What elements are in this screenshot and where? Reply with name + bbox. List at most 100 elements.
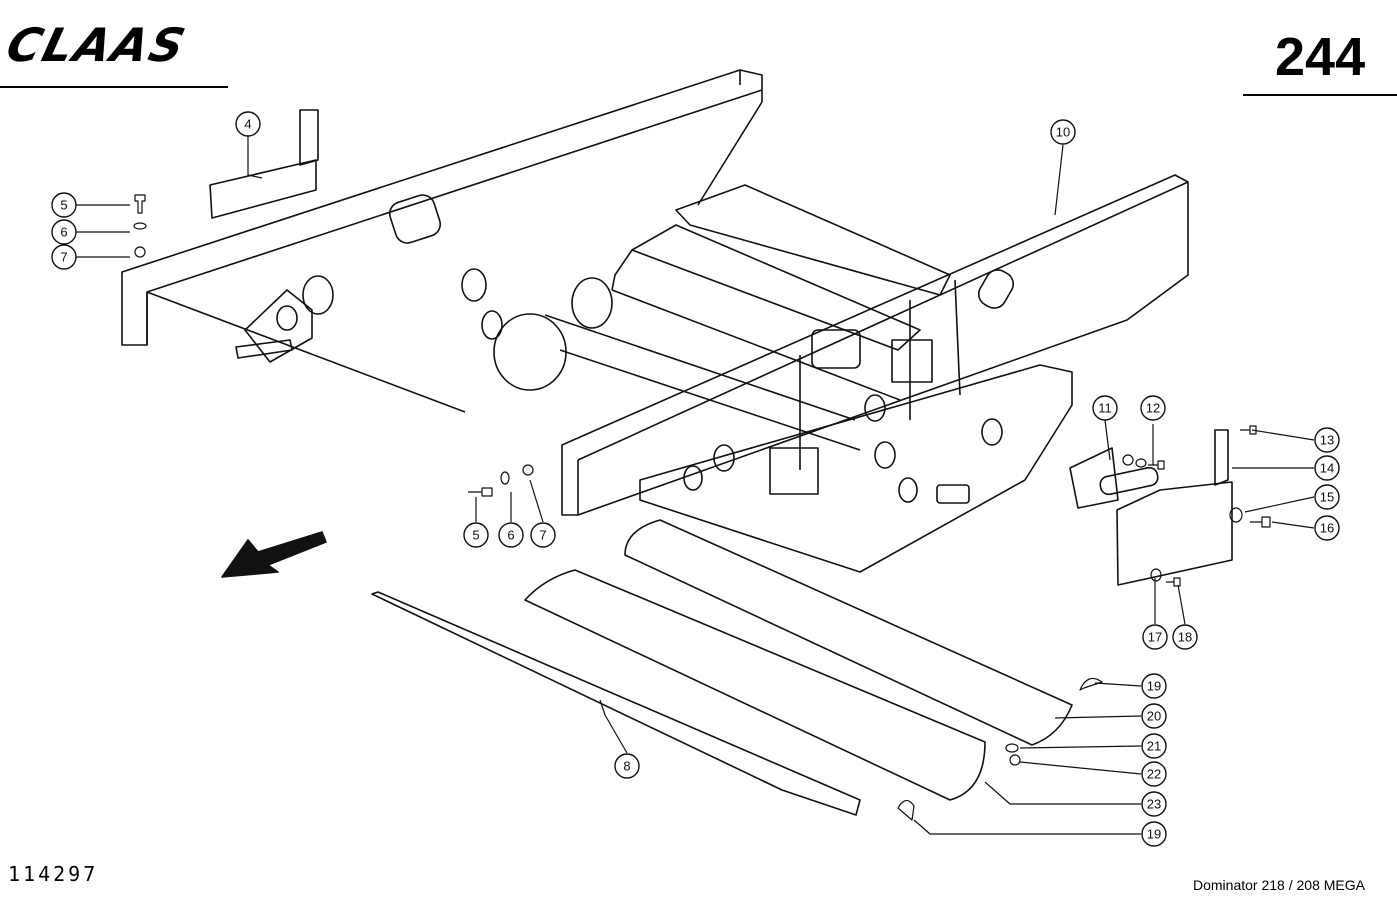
callout-number: 11 [1098,401,1112,416]
callout-11: 11 [1092,395,1118,421]
callout-21: 21 [1141,733,1167,759]
callout-number: 17 [1148,630,1162,645]
callout-circle [1172,624,1198,650]
fasteners [133,194,1271,821]
trough-23 [524,569,986,801]
callout-6: 6 [51,219,77,245]
callout-14: 14 [1314,455,1340,481]
callout-circle [1141,733,1167,759]
bearing-bracket-assembly [1069,429,1233,586]
callout-10: 10 [1050,119,1076,145]
direction-arrow [221,531,327,578]
logo-underline [0,86,228,88]
drawing-number: 114297 [8,862,99,886]
callout-15: 15 [1314,484,1340,510]
bolt-18 [1166,577,1181,587]
callout-number: 21 [1147,739,1161,754]
callout-number: 7 [60,250,67,265]
bolt-13 [1240,425,1257,435]
callout-circle [1050,119,1076,145]
cover-strip-8 [371,591,861,816]
callout-22: 22 [1141,761,1167,787]
callout-circle [1314,484,1340,510]
callout-circle [1142,624,1168,650]
callout-circle [530,522,556,548]
callout-7: 7 [51,244,77,270]
callout-number: 6 [507,528,514,543]
callout-labels: 4 5 6 7 10 5 6 7 11 12 13 14 15 16 17 18 19 20 21 22 23 8 19 [51,111,1340,847]
right-side-frame-10 [561,174,1189,516]
callout-6: 6 [498,522,524,548]
callout-8: 8 [614,753,640,779]
callout-circle [1141,761,1167,787]
page-number: 244 [1275,27,1366,87]
nut-7 [134,246,146,258]
callout-circle [498,522,524,548]
callout-number: 4 [244,117,251,132]
washer-17 [1150,568,1162,582]
callout-number: 8 [623,759,630,774]
callout-number: 14 [1320,461,1334,476]
bolt-12 [1148,460,1165,470]
callout-circle [1314,427,1340,453]
washer-15 [1229,507,1243,523]
callout-circle [1141,791,1167,817]
callout-number: 7 [539,528,546,543]
nut-7b [522,464,534,476]
trough-20 [624,519,1073,746]
callout-20: 20 [1141,703,1167,729]
callout-circle [1141,703,1167,729]
callout-23: 23 [1141,791,1167,817]
callout-circle [1092,395,1118,421]
nut-22 [1009,754,1021,766]
washer-11 [1135,458,1147,468]
callout-number: 19 [1147,679,1161,694]
washer-21 [1005,743,1019,753]
callout-number: 10 [1056,125,1070,140]
bottom-pan [639,364,1073,573]
bracket-plate-4 [209,109,319,219]
left-side-panel [121,69,763,413]
callout-number: 16 [1320,521,1334,536]
callout-number: 18 [1178,630,1192,645]
callout-number: 6 [60,225,67,240]
callout-number: 23 [1147,797,1161,812]
callout-leader-lines [64,136,1315,835]
callout-circle [51,244,77,270]
page-number-underline [1243,94,1397,96]
callout-5: 5 [51,192,77,218]
callout-13: 13 [1314,427,1340,453]
callout-19: 19 [1141,673,1167,699]
callout-number: 13 [1320,433,1334,448]
callout-17: 17 [1142,624,1168,650]
callout-number: 5 [60,198,67,213]
bolt-5 [134,194,146,214]
nut-11 [1122,454,1134,466]
callout-circle [463,522,489,548]
callout-circle [614,753,640,779]
callout-circle [1141,821,1167,847]
bolt-5b [468,487,493,497]
model-designation: Dominator 218 / 208 MEGA [1193,877,1365,893]
clip-19-upper [1079,677,1103,691]
clip-19-lower [897,799,915,821]
callout-number: 15 [1320,490,1334,505]
callout-18: 18 [1172,624,1198,650]
callout-16: 16 [1314,515,1340,541]
callout-circle [235,111,261,137]
callout-number: 12 [1146,401,1160,416]
callout-circle [1314,515,1340,541]
callout-number: 19 [1147,827,1161,842]
callout-number: 5 [472,528,479,543]
callout-4: 4 [235,111,261,137]
washer-6 [133,222,147,230]
callout-19: 19 [1141,821,1167,847]
callout-circle [51,219,77,245]
callout-circle [51,192,77,218]
callout-number: 22 [1147,767,1161,782]
bolt-16 [1250,516,1271,528]
washer-6b [500,471,510,485]
callout-12: 12 [1140,395,1166,421]
